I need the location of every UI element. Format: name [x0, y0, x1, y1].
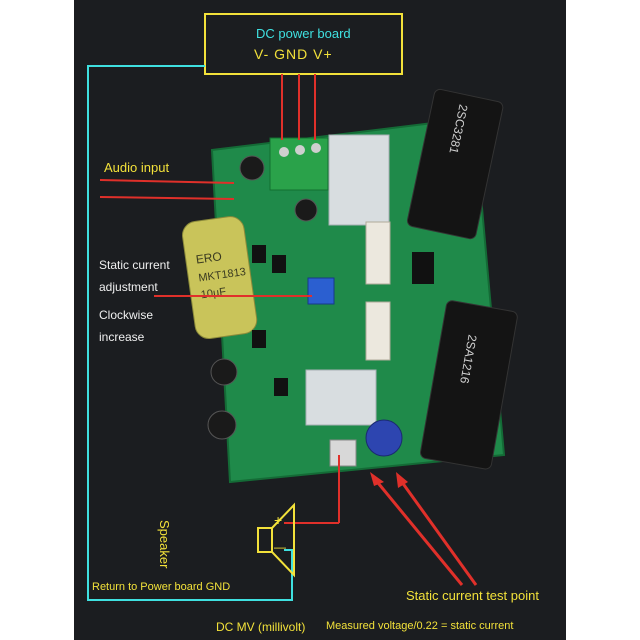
cap-value: 10µF [200, 286, 227, 301]
dc-mv-label: DC MV (millivolt) [216, 620, 306, 634]
test-point-label: Static current test point [406, 588, 539, 603]
dc-power-board-box [204, 13, 403, 75]
speaker-plus: + [274, 512, 283, 528]
return-gnd-label: Return to Power board GND [92, 581, 231, 593]
static-current-label: Static current [99, 258, 170, 272]
dc-power-board-title: DC power board [256, 26, 351, 41]
heatsink-upper [328, 134, 390, 226]
power-transistor-upper: 2SC3281 [406, 88, 504, 240]
blue-capacitor [365, 419, 403, 457]
amplifier-photo: ERO MKT1813 10µF 2SC3281 2SA1216 [87, 13, 518, 601]
dc-terminal-labels: V- GND V+ [254, 46, 333, 62]
audio-input-label: Audio input [104, 160, 170, 175]
cap-brand: ERO [195, 249, 223, 266]
speaker-label: Speaker [157, 520, 172, 569]
measured-formula-label: Measured voltage/0.22 = static current [326, 620, 514, 632]
gnd-return-wire [87, 65, 293, 601]
clockwise-label: Clockwise [99, 308, 154, 322]
adjustment-label: adjustment [99, 280, 158, 294]
speaker-icon [257, 502, 295, 578]
heatsink-lower [305, 369, 377, 426]
trimmer-pot [307, 277, 335, 305]
speaker-minus: — [274, 540, 286, 554]
increase-label: increase [99, 330, 145, 344]
photo-backdrop: ERO MKT1813 10µF 2SC3281 2SA1216 [74, 0, 566, 640]
power-transistor-lower: 2SA1216 [419, 300, 518, 470]
film-capacitor: ERO MKT1813 10µF [182, 216, 258, 340]
